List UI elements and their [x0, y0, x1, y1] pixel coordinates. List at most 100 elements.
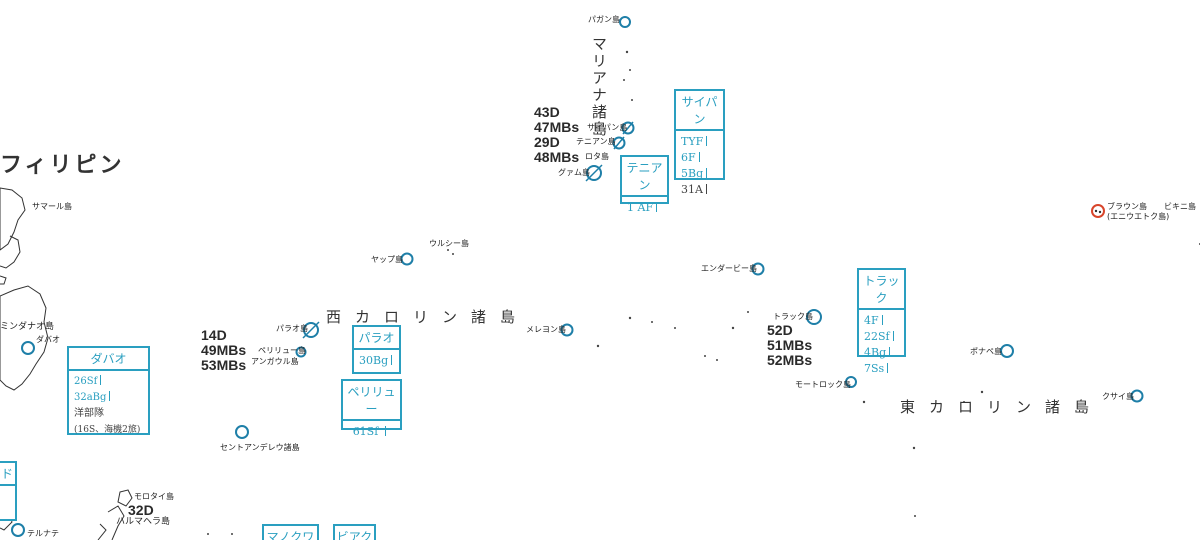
force-line: 29D: [534, 134, 560, 150]
unit-box-title: ペリリュー: [343, 381, 400, 421]
force-truk: 52D 51MBs 52MBs: [767, 323, 812, 368]
unit-row: 22Sf: [864, 330, 890, 343]
unit-row: 4Bg: [864, 346, 887, 359]
label-ternate: テルナテ: [27, 529, 59, 538]
label-samar: サマール島: [32, 202, 72, 211]
label-kusaie: クサイ島: [1102, 392, 1134, 401]
flag-icon: [706, 183, 715, 193]
eniwetok-marker: [1091, 204, 1105, 218]
flag-icon: [100, 375, 109, 385]
force-line: 14D: [201, 327, 227, 343]
label-halmahera: ハルマヘラ島: [116, 517, 171, 527]
unit-row: 26Sf: [74, 376, 98, 387]
unit-row: 30Bg: [359, 354, 389, 367]
flag-icon: [887, 362, 896, 372]
label-ulithi: ウルシー島: [429, 239, 469, 248]
unit-row: 31A: [681, 183, 703, 196]
label-woleai: メレヨン島: [526, 325, 566, 334]
unit-box-title: ダバオ: [69, 348, 148, 371]
label-tinian: テニアン島: [576, 137, 616, 146]
unit-box-peleliu: ペリリュー 61Sf: [341, 379, 402, 438]
unit-row: 7Ss: [864, 362, 885, 375]
unit-box-palau: パラオ 30Bg: [352, 325, 401, 374]
island-markers: [11, 16, 1144, 537]
unit-row: 61Sf: [352, 425, 379, 438]
force-line: 52D: [767, 322, 793, 338]
flag-icon: [889, 346, 898, 356]
label-palau: パラオ島: [276, 324, 308, 333]
label-peleliu: ペリリュー島: [258, 346, 306, 355]
label-enderby: エンダービー島: [701, 264, 757, 273]
unit-box-biak: ビアク: [333, 524, 376, 540]
label-yap: ヤップ島: [371, 255, 403, 264]
label-sonsorol: セントアンデレウ諸島: [220, 443, 300, 452]
unit-box-title: トラック: [859, 270, 904, 310]
force-line: 47MBs: [534, 119, 580, 135]
unit-box-title: ド: [0, 463, 15, 486]
flag-icon: [893, 330, 902, 340]
flag-icon: [381, 425, 390, 435]
islets: [207, 50, 1200, 535]
unit-box-title: サイパン: [676, 91, 723, 131]
label-davao: ダバオ: [36, 335, 60, 344]
label-morotai: モロタイ島: [134, 492, 174, 501]
region-philippines: フィリピン: [0, 153, 125, 178]
unit-row: 5Bg: [681, 167, 704, 180]
flag-icon: [706, 167, 715, 177]
unit-row: (16S、海機2旅): [74, 425, 141, 435]
morotai-coastline: [117, 489, 133, 507]
force-line: 48MBs: [534, 149, 580, 165]
label-mortlock: モートロック島: [795, 380, 851, 389]
unit-row: 1 AF: [627, 201, 654, 214]
unit-box-tinian: テニアン 1 AF: [620, 155, 669, 214]
force-palau: 14D 49MBs 53MBs: [201, 328, 246, 373]
unit-box-truk: トラック 4F 22Sf 4Bg 7Ss: [857, 268, 906, 375]
unit-row: TYF: [681, 135, 704, 148]
mindanao-coastline: [0, 285, 49, 391]
flag-icon: [109, 391, 118, 401]
label-rota: ロタ島: [585, 152, 609, 161]
label-guam: グァム島: [558, 168, 590, 177]
unit-row: 洋部隊: [74, 408, 104, 419]
label-pagan: パガン島: [588, 15, 620, 24]
unit-row: 32aBg: [74, 392, 107, 403]
unit-box-title: パラオ: [354, 327, 399, 350]
bohol-coastline: [0, 275, 7, 285]
force-line: 32D: [128, 502, 154, 518]
label-ponape: ポナペ島: [970, 347, 1002, 356]
region-mariana: マリアナ諸島: [590, 36, 608, 138]
unit-box-title: テニアン: [622, 157, 667, 197]
unit-box-title: マノクワリ: [266, 530, 315, 540]
region-east-caroline: 東カロリン諸島: [900, 398, 1104, 416]
label-brown: ブラウン島: [1107, 202, 1147, 211]
unit-row: 4F: [864, 314, 879, 327]
force-line: 43D: [534, 104, 560, 120]
force-line: 51MBs: [767, 337, 813, 353]
leyte-coastline: [0, 235, 21, 269]
unit-box-davao: ダバオ 26Sf 32aBg 洋部隊 (16S、海機2旅): [67, 346, 150, 435]
label-mindanao: ミンダナオ島: [0, 322, 55, 332]
unit-box-manokwari: マノクワリ: [262, 524, 319, 540]
unit-box-saipan: サイパン TYF 6F 5Bg 31A: [674, 89, 725, 196]
label-saipan: サイパン島: [587, 123, 628, 132]
attack-strikes: [302, 121, 634, 339]
force-line: 49MBs: [201, 342, 247, 358]
label-truk: トラック島: [773, 312, 813, 321]
unit-box-title: ビアク: [336, 530, 373, 540]
force-marianas: 43D 47MBs 29D 48MBs: [534, 105, 579, 165]
flag-icon: [699, 151, 708, 161]
force-line: 52MBs: [767, 352, 813, 368]
flag-icon: [391, 354, 400, 364]
flag-icon: [656, 201, 665, 211]
unit-row: 6F: [681, 151, 696, 164]
label-angaur: アンガウル島: [251, 357, 299, 366]
halmahera-coastline: [97, 505, 125, 540]
label-bikini: ビキニ島: [1164, 202, 1196, 211]
label-brown-sub: (エニウエトク島): [1107, 212, 1170, 221]
force-halmahera: 32D: [128, 503, 154, 518]
flag-icon: [706, 135, 715, 145]
flag-icon: [882, 314, 891, 324]
region-west-caroline: 西カロリン諸島: [326, 308, 530, 326]
